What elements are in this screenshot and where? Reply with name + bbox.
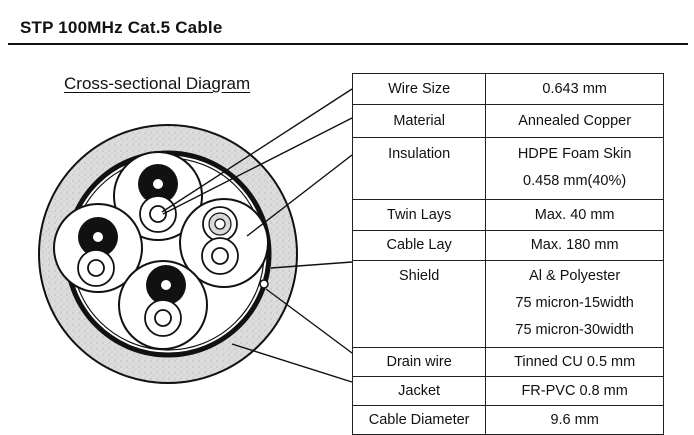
spec-label: Insulation (351, 137, 487, 200)
spec-value: HDPE Foam Skin 0.458 mm(40%) (485, 137, 664, 200)
spec-value-line: 75 micron-15width (515, 295, 634, 311)
spec-value: Tinned CU 0.5 mm (485, 347, 664, 377)
table-row: Drain wire Tinned CU 0.5 mm (351, 347, 664, 377)
spec-value-line: 0.458 mm(40%) (523, 173, 627, 189)
spec-value: 0.643 mm (485, 73, 664, 105)
leader-wire-size (161, 88, 353, 213)
spec-label: Shield (351, 260, 487, 348)
spec-value: Max. 180 mm (485, 230, 664, 261)
pair-right (179, 198, 269, 288)
spec-value: 9.6 mm (485, 405, 664, 435)
table-row: Cable Lay Max. 180 mm (351, 230, 664, 261)
spec-label: Wire Size (351, 73, 487, 105)
table-row: Insulation HDPE Foam Skin 0.458 mm(40%) (351, 137, 664, 200)
leader-insulation (246, 154, 353, 237)
spec-value: Al & Polyester 75 micron-15width 75 micr… (485, 260, 664, 348)
spec-label: Drain wire (351, 347, 487, 377)
spec-value-line: 75 micron-30width (515, 322, 634, 338)
spec-value: FR-PVC 0.8 mm (485, 376, 664, 406)
spec-label: Cable Lay (351, 230, 487, 261)
spec-label-text: Insulation (388, 146, 451, 162)
table-row: Material Annealed Copper (351, 104, 664, 138)
leader-lines (161, 88, 353, 383)
spec-value-line: HDPE Foam Skin (517, 146, 632, 162)
drain-wire (259, 279, 269, 289)
leader-material (162, 117, 353, 215)
spec-label: Jacket (351, 376, 487, 406)
spec-label: Twin Lays (351, 199, 487, 231)
table-row: Jacket FR-PVC 0.8 mm (351, 376, 664, 406)
spec-label-text: Shield (398, 268, 440, 284)
leader-drain-wire (265, 288, 353, 354)
spec-value: Max. 40 mm (485, 199, 664, 231)
diagram-heading: Cross-sectional Diagram (64, 74, 251, 93)
spec-label: Cable Diameter (351, 405, 487, 435)
spec-table: Wire Size 0.643 mm Material Annealed Cop… (351, 73, 664, 435)
leader-jacket (231, 343, 353, 383)
table-row: Shield Al & Polyester 75 micron-15width … (351, 260, 664, 348)
leader-shield (270, 261, 353, 269)
pair-top (113, 151, 203, 241)
pair-left (53, 203, 143, 293)
pair-bottom (118, 260, 208, 350)
spec-value-line: Al & Polyester (529, 268, 621, 284)
spec-label: Material (351, 104, 487, 138)
table-row: Twin Lays Max. 40 mm (351, 199, 664, 231)
spec-value: Annealed Copper (485, 104, 664, 138)
page-title: STP 100MHz Cat.5 Cable (20, 18, 223, 37)
table-row: Wire Size 0.643 mm (351, 73, 664, 105)
table-row: Cable Diameter 9.6 mm (351, 405, 664, 435)
title-divider (8, 43, 688, 45)
